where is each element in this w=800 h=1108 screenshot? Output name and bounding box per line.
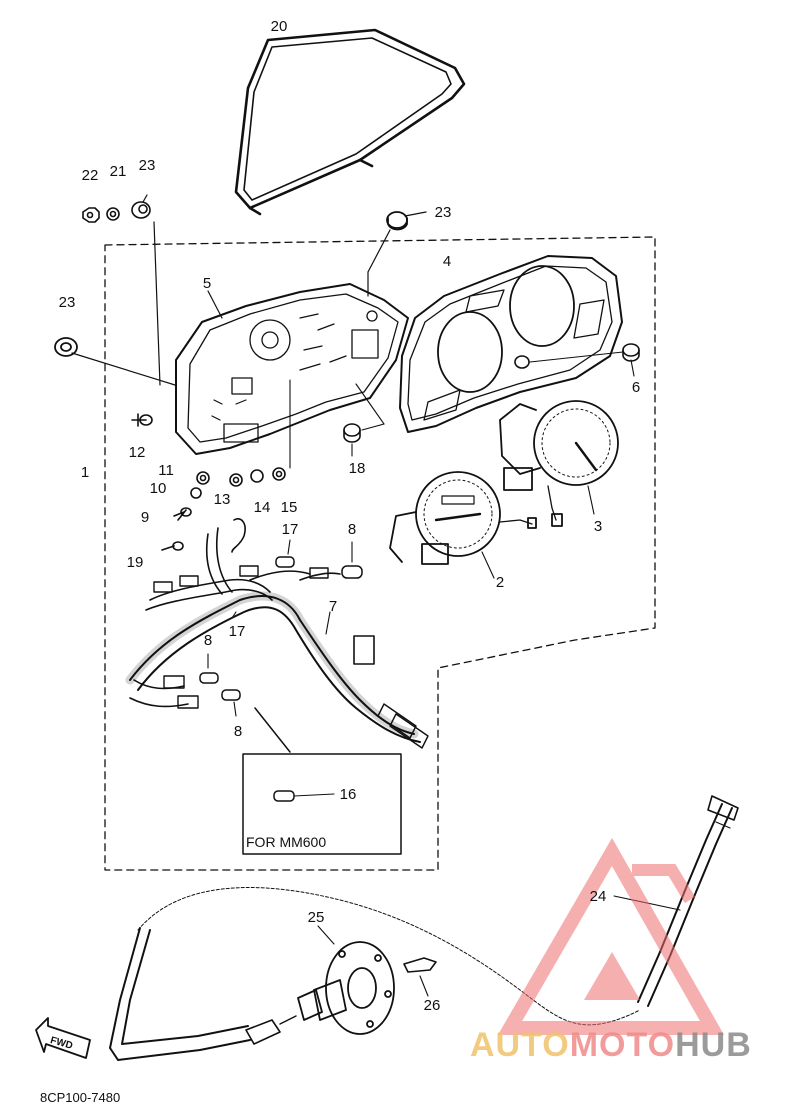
callout-17b: 17 bbox=[228, 623, 246, 640]
grommet-6 bbox=[514, 343, 640, 377]
callout-13: 13 bbox=[213, 491, 231, 508]
watermark-part1: AUTO bbox=[470, 1026, 570, 1064]
callout-15: 15 bbox=[280, 499, 298, 516]
callout-11: 11 bbox=[158, 462, 174, 479]
bulbs bbox=[199, 539, 363, 717]
meter-case-part bbox=[175, 271, 409, 455]
watermark-logo-icon bbox=[497, 837, 725, 1035]
callout-22: 22 bbox=[81, 167, 99, 184]
pin-part bbox=[403, 957, 437, 997]
speedometer-part bbox=[389, 471, 537, 579]
meter-panel-part bbox=[399, 255, 623, 433]
note-box-label: FOR MM600 bbox=[246, 834, 327, 850]
meter-lens-part bbox=[234, 28, 466, 216]
callout-24: 24 bbox=[589, 888, 607, 905]
wire-harness-part bbox=[125, 518, 429, 749]
fastener-cluster bbox=[131, 379, 291, 551]
callout-23a: 23 bbox=[138, 157, 156, 174]
callout-18: 18 bbox=[348, 460, 366, 477]
top-hardware bbox=[82, 194, 161, 386]
callout-6: 6 bbox=[631, 379, 641, 396]
callout-17a: 17 bbox=[281, 521, 299, 538]
callout-10: 10 bbox=[149, 480, 167, 497]
reference-code: 8CP100-7480 bbox=[40, 1090, 121, 1105]
callout-26: 26 bbox=[423, 997, 441, 1014]
callout-23c: 23 bbox=[58, 294, 76, 311]
callout-8b: 8 bbox=[203, 632, 213, 649]
callout-7: 7 bbox=[328, 598, 338, 615]
damper-left bbox=[54, 337, 176, 386]
callout-16: 16 bbox=[339, 786, 357, 803]
callout-3: 3 bbox=[593, 518, 603, 535]
callout-25: 25 bbox=[307, 909, 325, 926]
callout-2: 2 bbox=[495, 574, 505, 591]
cable-routing bbox=[137, 887, 641, 1026]
note-box bbox=[242, 707, 402, 855]
callout-14: 14 bbox=[253, 499, 271, 516]
watermark-part2: MOTO bbox=[569, 1026, 676, 1064]
callout-9: 9 bbox=[140, 509, 150, 526]
callout-5: 5 bbox=[202, 275, 212, 292]
callout-21: 21 bbox=[109, 163, 127, 180]
callout-8a: 8 bbox=[347, 521, 357, 538]
gear-unit-part bbox=[297, 925, 395, 1035]
watermark-text: AUTOMOTOHUB bbox=[470, 1026, 752, 1065]
forward-arrow-icon bbox=[35, 1017, 91, 1059]
assembly-boundary bbox=[104, 236, 656, 871]
watermark-part3: HUB bbox=[675, 1026, 752, 1064]
tachometer-part bbox=[499, 400, 619, 527]
damper-right bbox=[367, 211, 427, 273]
grommet-18 bbox=[343, 383, 385, 457]
callout-12: 12 bbox=[128, 444, 146, 461]
callout-19: 19 bbox=[126, 554, 144, 571]
lower-cable-part bbox=[109, 927, 297, 1061]
callout-4: 4 bbox=[442, 253, 452, 270]
callout-8c: 8 bbox=[233, 723, 243, 740]
callout-23b: 23 bbox=[434, 204, 452, 221]
callout-20: 20 bbox=[270, 18, 288, 35]
callout-1: 1 bbox=[80, 464, 90, 481]
